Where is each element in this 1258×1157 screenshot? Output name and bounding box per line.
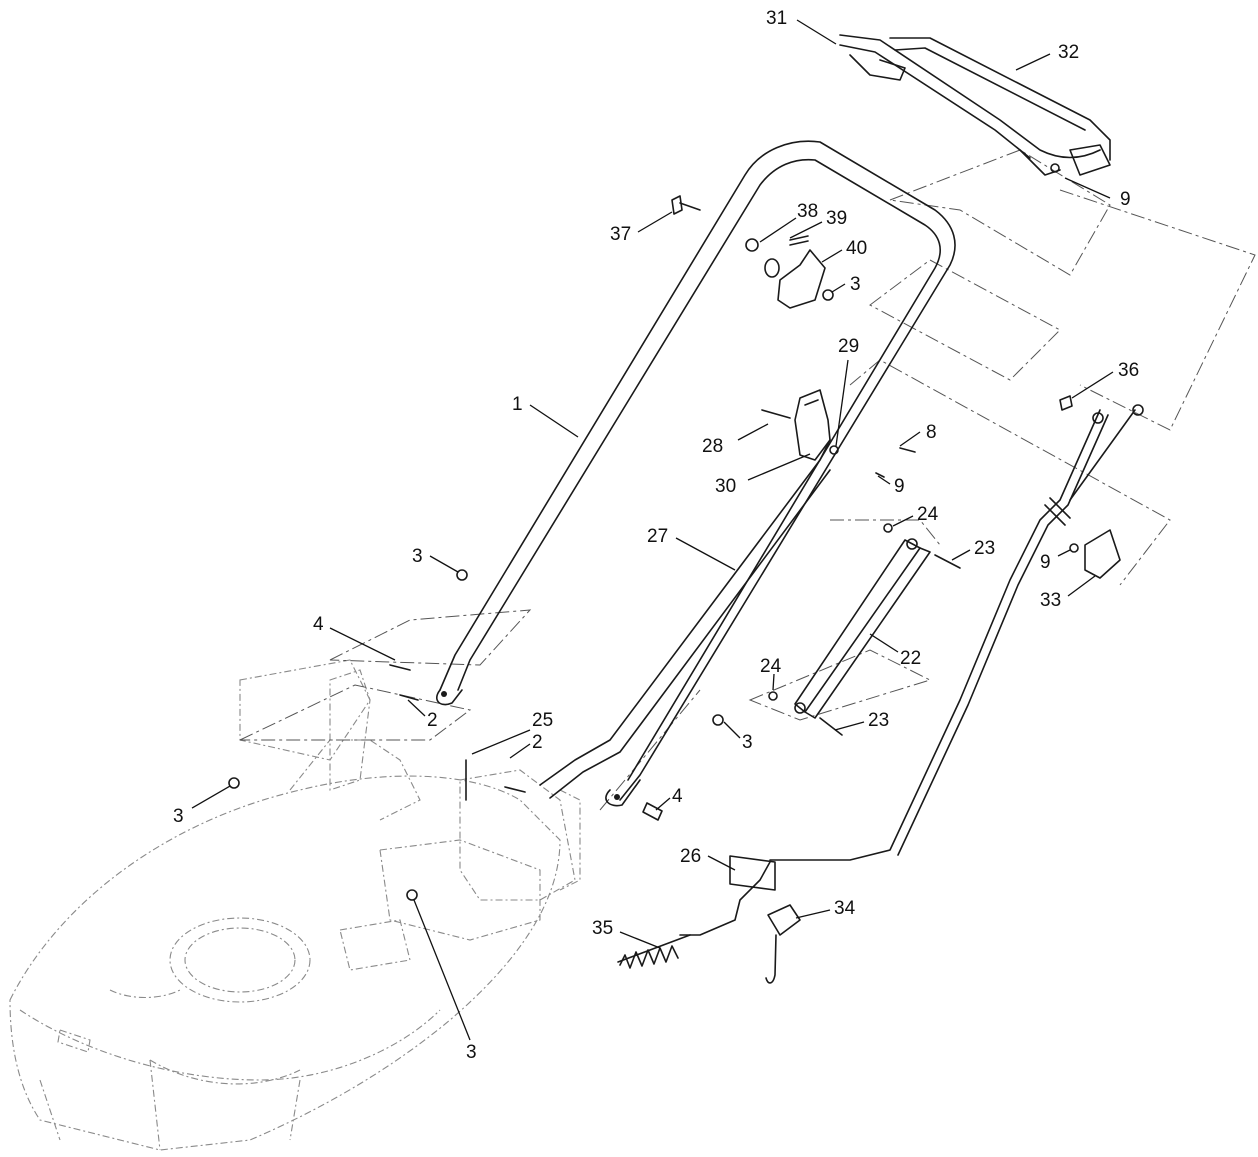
callout-38: 38	[797, 201, 818, 222]
callout-35: 35	[592, 918, 613, 939]
callout-32: 32	[1058, 42, 1079, 63]
callout-40: 40	[846, 238, 867, 259]
callout-9: 9	[1040, 552, 1051, 573]
callout-28: 28	[702, 436, 723, 457]
callout-2: 2	[532, 732, 543, 753]
callout-3: 3	[850, 274, 861, 295]
fasteners	[228, 447, 1079, 901]
control-bail-assembly	[839, 34, 1111, 176]
callout-1: 1	[512, 394, 523, 415]
callout-30: 30	[715, 476, 736, 497]
mower-deck-ghost	[9, 659, 581, 1151]
callout-4: 4	[672, 786, 683, 807]
callout-24: 24	[917, 504, 939, 525]
cable-harness	[769, 395, 1144, 861]
callout-26: 26	[680, 846, 701, 867]
callout-34: 34	[834, 898, 856, 919]
callout-9: 9	[1120, 189, 1131, 210]
callout-27: 27	[647, 526, 668, 547]
callout-37: 37	[610, 224, 631, 245]
assembly-phantom-lines	[239, 149, 1256, 811]
callout-9: 9	[894, 476, 905, 497]
lever-30	[761, 389, 839, 461]
callout-36: 36	[1118, 360, 1139, 381]
callout-leaders	[191, 19, 1114, 1041]
link-rod-22	[768, 523, 961, 736]
bracket-40	[745, 235, 834, 309]
callout-33: 33	[1040, 590, 1061, 611]
callout-22: 22	[900, 648, 921, 669]
bottom-cable-parts	[617, 855, 801, 984]
callout-31: 31	[766, 8, 787, 29]
callout-23: 23	[974, 538, 995, 559]
callout-29: 29	[838, 336, 859, 357]
callout-23: 23	[868, 710, 889, 731]
callout-labels: 31 32 9 37 38 39 40 3 29 36 1 8 28 9 30 …	[173, 8, 1139, 1063]
callout-3: 3	[412, 546, 423, 567]
lower-handle-bar	[539, 439, 831, 799]
bolt-37	[671, 195, 701, 215]
callout-24: 24	[760, 656, 782, 677]
callout-3: 3	[466, 1042, 477, 1063]
callout-3: 3	[742, 732, 753, 753]
callout-39: 39	[826, 208, 847, 229]
upper-handle	[436, 140, 956, 807]
callout-2: 2	[427, 710, 438, 731]
callout-3: 3	[173, 806, 184, 827]
callout-8: 8	[926, 422, 937, 443]
callout-25: 25	[532, 710, 553, 731]
callout-4: 4	[313, 614, 324, 635]
